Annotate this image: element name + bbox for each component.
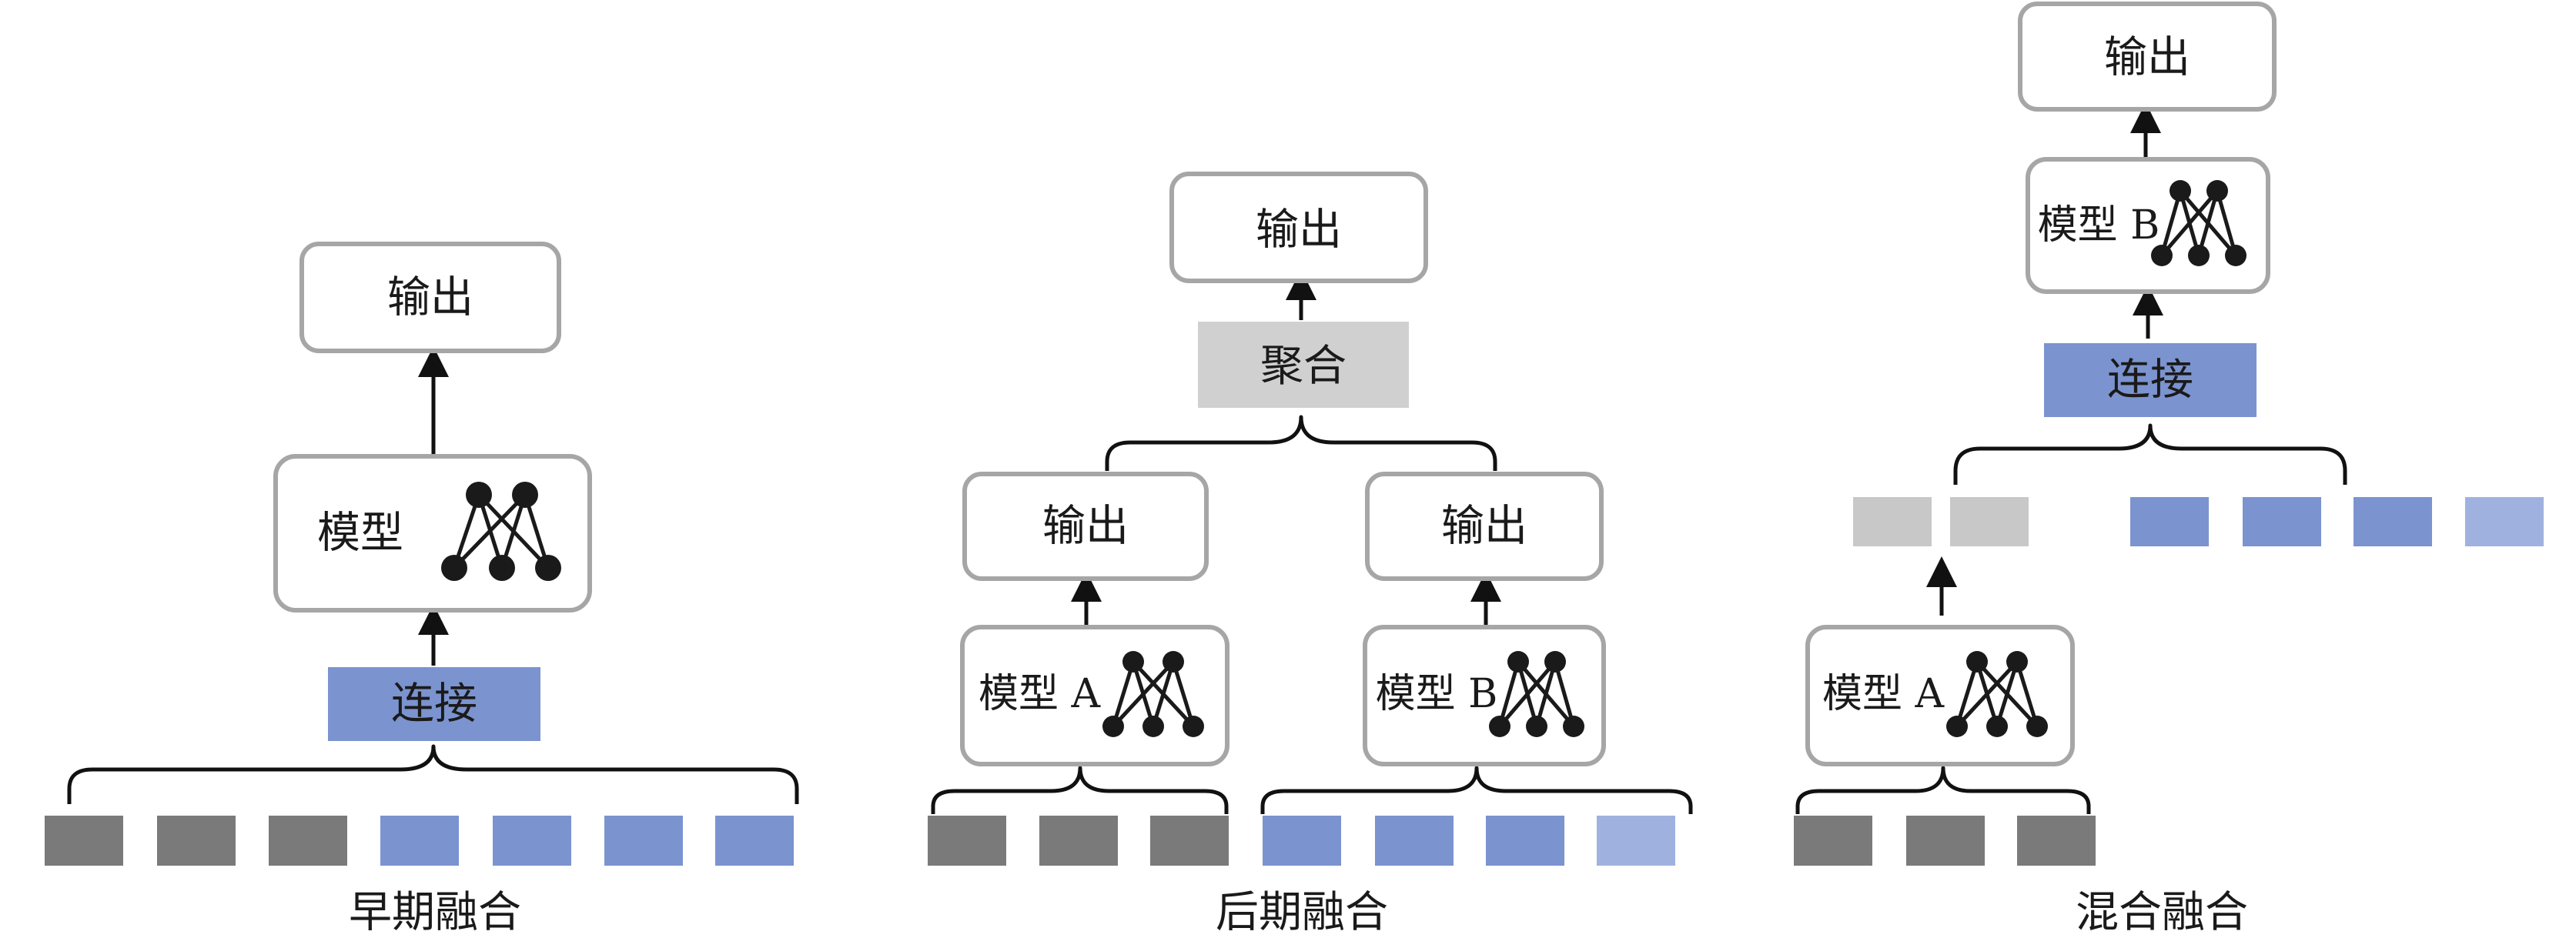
late-input-gray-1 xyxy=(928,816,1006,866)
early-input-blue-1 xyxy=(380,816,459,866)
late-input-blue-1 xyxy=(1263,816,1341,866)
neural-network-icon xyxy=(2151,180,2246,266)
neural-network-icon xyxy=(1946,651,2048,737)
late-output-b-label: 输出 xyxy=(1441,502,1527,552)
late-aggregate-label: 聚合 xyxy=(1260,342,1347,392)
late-final-output-label: 输出 xyxy=(1256,205,1342,255)
hybrid-input-gray-1 xyxy=(1794,816,1872,866)
hybrid-feature-light-blue xyxy=(2465,497,2544,546)
late-caption: 后期融合 xyxy=(1216,888,1388,938)
early-input-blue-4 xyxy=(715,816,794,866)
early-model-label: 模型 xyxy=(317,509,403,559)
hybrid-input-gray-2 xyxy=(1906,816,1985,866)
late-brace-top xyxy=(1105,415,1497,471)
neural-network-icon xyxy=(441,482,561,581)
early-output-box xyxy=(299,242,561,353)
early-brace xyxy=(67,744,799,804)
early-input-gray-2 xyxy=(157,816,236,866)
hybrid-input-gray-3 xyxy=(2017,816,2096,866)
hybrid-concat-box xyxy=(2044,343,2257,417)
hybrid-output-box xyxy=(2018,2,2277,112)
late-input-gray-2 xyxy=(1039,816,1118,866)
neural-network-icon xyxy=(1102,651,1204,737)
early-input-blue-2 xyxy=(493,816,571,866)
hybrid-feature-gray-1 xyxy=(1853,497,1932,546)
early-caption: 早期融合 xyxy=(349,888,521,938)
early-concat-label: 连接 xyxy=(391,679,477,729)
hybrid-model-b-label: 模型 B xyxy=(2038,202,2160,249)
late-brace-b xyxy=(1260,766,1693,814)
hybrid-feature-blue-1 xyxy=(2130,497,2209,546)
late-aggregate-box xyxy=(1198,322,1409,408)
hybrid-feature-blue-2 xyxy=(2243,497,2321,546)
late-input-light-blue xyxy=(1597,816,1675,866)
late-output-a-label: 输出 xyxy=(1042,502,1129,552)
neural-network-icon xyxy=(1489,651,1584,737)
hybrid-feature-gray-2 xyxy=(1950,497,2029,546)
late-output-a-box xyxy=(962,472,1209,581)
late-fusion-panel: 模型 A 模型 B xyxy=(928,172,1693,938)
hybrid-brace-inputs xyxy=(1795,766,2091,814)
early-concat-box xyxy=(328,667,540,741)
hybrid-output-label: 输出 xyxy=(2104,33,2190,83)
early-input-gray-1 xyxy=(45,816,123,866)
hybrid-brace-features xyxy=(1953,423,2347,485)
early-input-blue-3 xyxy=(604,816,683,866)
hybrid-concat-label: 连接 xyxy=(2107,356,2193,406)
early-input-gray-3 xyxy=(269,816,347,866)
hybrid-caption: 混合融合 xyxy=(2076,888,2248,938)
early-output-label: 输出 xyxy=(387,273,473,323)
late-output-b-box xyxy=(1365,472,1604,581)
early-fusion-panel: 连接 模型 输出 早期融合 xyxy=(45,242,799,938)
hybrid-feature-blue-3 xyxy=(2354,497,2432,546)
late-brace-a xyxy=(931,766,1229,814)
hybrid-fusion-panel: 模型 A 连接 模型 B xyxy=(1794,2,2544,938)
late-model-a-label: 模型 A xyxy=(979,671,1102,717)
late-input-blue-3 xyxy=(1486,816,1564,866)
late-model-b-label: 模型 B xyxy=(1376,671,1498,717)
late-input-blue-2 xyxy=(1375,816,1454,866)
late-final-output-box xyxy=(1169,172,1428,283)
late-input-gray-3 xyxy=(1150,816,1229,866)
hybrid-model-a-label: 模型 A xyxy=(1822,671,1945,717)
